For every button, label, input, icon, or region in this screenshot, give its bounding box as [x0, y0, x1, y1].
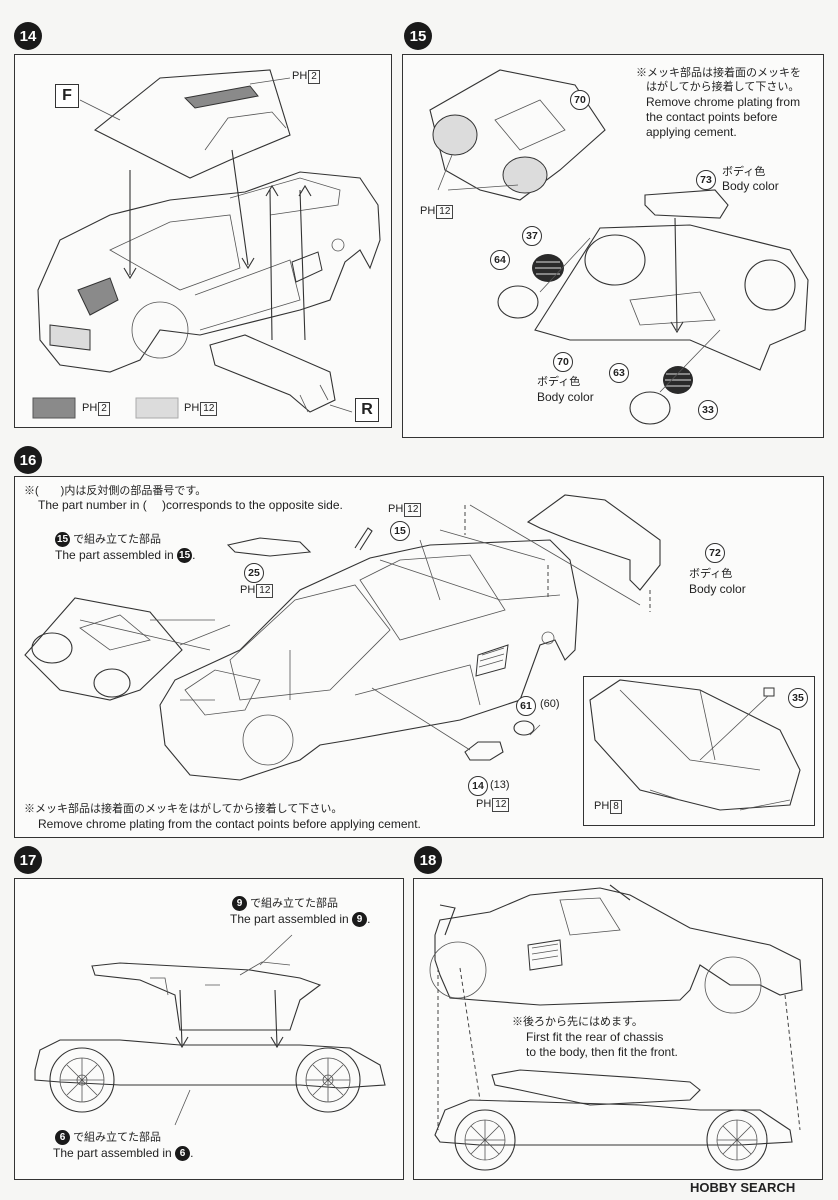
part-15: 15: [390, 521, 410, 541]
part-61: 61: [516, 696, 536, 716]
part-73-color-jp: ボディ色: [722, 166, 766, 178]
fit-note-en-2: to the body, then fit the front.: [526, 1045, 678, 1059]
assembled-9-en: The part assembled in 9.: [230, 912, 371, 928]
chrome-note-en-1: Remove chrome plating from: [646, 95, 801, 109]
part-63: 63: [609, 363, 629, 383]
fit-note-jp: ※後ろから先にはめます。: [512, 1016, 643, 1028]
chrome-note-bottom-en: Remove chrome plating from the contact p…: [38, 817, 421, 831]
chrome-note-jp-2: はがしてから接着して下さい。: [646, 81, 800, 93]
part-25: 25: [244, 563, 264, 583]
rear-label: R: [355, 398, 379, 422]
part-72-color-jp: ボディ色: [689, 568, 733, 580]
part-70-color-en: Body color: [537, 390, 594, 404]
part-33: 33: [698, 400, 718, 420]
chrome-note-jp-1: ※メッキ部品は接着面のメッキを: [636, 67, 801, 79]
step-14-panel: [14, 54, 392, 428]
step-17-badge: 17: [14, 846, 42, 874]
part-73: 73: [696, 170, 716, 190]
step-18-panel: [413, 878, 823, 1180]
part-70-hood: 70: [570, 90, 590, 110]
assembled-6-en: The part assembled in 6.: [53, 1146, 194, 1162]
step-17-panel: [14, 878, 404, 1180]
front-label: F: [55, 84, 79, 108]
chrome-note-en-3: applying cement.: [646, 125, 737, 139]
part-14: 14: [468, 776, 488, 796]
part-13: (13): [490, 779, 510, 791]
chrome-note-en-2: the contact points before: [646, 110, 778, 124]
step-18-badge: 18: [414, 846, 442, 874]
part-70-body: 70: [553, 352, 573, 372]
part-60: (60): [540, 698, 560, 710]
part-37: 37: [522, 226, 542, 246]
part-72: 72: [705, 543, 725, 563]
part-73-color-en: Body color: [722, 179, 779, 193]
part-72-color-en: Body color: [689, 582, 746, 596]
opposite-note-en: The part number in ( )corresponds to the…: [38, 498, 343, 512]
step-14-badge: 14: [14, 22, 42, 50]
assembled-15-en: The part assembled in 15.: [55, 548, 196, 564]
chrome-note-bottom-jp: ※メッキ部品は接着面のメッキをはがしてから接着して下さい。: [24, 803, 343, 815]
step-16-badge: 16: [14, 446, 42, 474]
opposite-note-jp: ※( )内は反対側の部品番号です。: [24, 485, 207, 497]
assembled-6-jp: 6 で組み立てた部品: [55, 1130, 161, 1145]
part-64: 64: [490, 250, 510, 270]
step-15-badge: 15: [404, 22, 432, 50]
hobby-search-watermark: HOBBY SEARCH: [690, 1180, 796, 1195]
fit-note-en-1: First fit the rear of chassis: [526, 1030, 664, 1044]
part-70-color-jp: ボディ色: [537, 376, 581, 388]
assembled-9-jp: 9 で組み立てた部品: [232, 896, 338, 911]
assembled-15-jp: 15 で組み立てた部品: [55, 532, 162, 547]
part-35: 35: [788, 688, 808, 708]
